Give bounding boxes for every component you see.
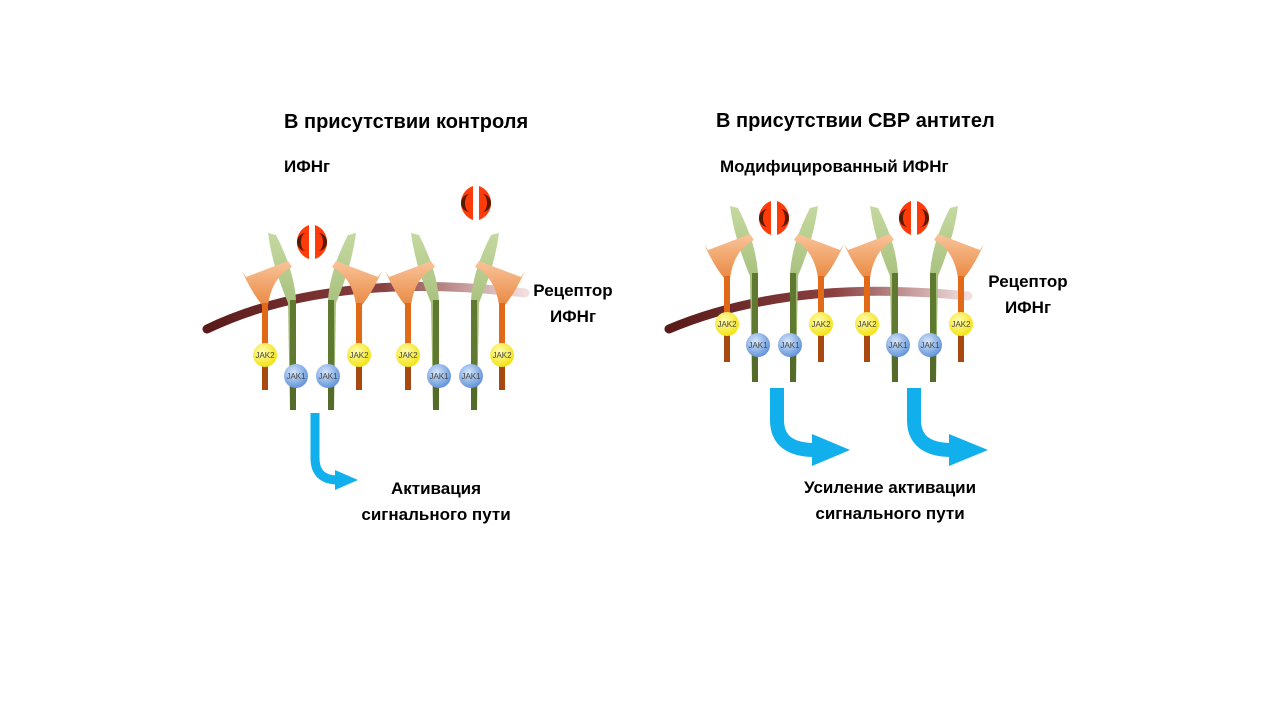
jak2-label: JAK2 xyxy=(349,351,369,360)
left-ligand-bound xyxy=(296,225,328,259)
ifngr1-chain xyxy=(870,206,898,382)
ifngr2-chain xyxy=(475,261,525,305)
ifngr1-chain xyxy=(268,233,296,410)
right-outcome-label-line2: сигнального пути xyxy=(815,504,965,523)
ifngr1-chain xyxy=(411,233,439,410)
jak1-label: JAK1 xyxy=(780,341,800,350)
jak2-kinase xyxy=(715,312,739,336)
jak1-label: JAK1 xyxy=(429,372,449,381)
right-receptor-label-line1: Рецептор xyxy=(988,272,1068,291)
jak2-kinase xyxy=(949,312,973,336)
jak1-kinase xyxy=(918,333,942,357)
ifngr1-chain xyxy=(471,233,499,410)
left-panel-title: В присутствии контроля xyxy=(284,111,529,133)
right-receptor-label-line2: ИФНг xyxy=(1004,298,1052,317)
right-signal-arrow-1 xyxy=(770,388,850,466)
right-panel-title: В присутствии СВР антител xyxy=(716,110,995,132)
jak1-kinase xyxy=(459,364,483,388)
ifngr2-chain xyxy=(332,261,382,305)
right-ligand-modified-2 xyxy=(898,201,930,235)
right-outcome-label-line1: Усиление активации xyxy=(803,478,977,497)
jak2-kinase xyxy=(490,343,514,367)
jak1-label: JAK1 xyxy=(888,341,908,350)
jak2-label: JAK2 xyxy=(857,320,877,329)
jak1-label: JAK1 xyxy=(920,341,940,350)
ifngr2-chain xyxy=(704,234,754,278)
left-receptor-label-line1: Рецептор xyxy=(533,281,613,300)
jak2-label: JAK2 xyxy=(492,351,512,360)
left-receptor-label-line2: ИФНг xyxy=(549,307,597,326)
jak2-label: JAK2 xyxy=(951,320,971,329)
jak2-kinase xyxy=(809,312,833,336)
right-cell-membrane xyxy=(664,286,973,334)
jak1-kinase xyxy=(427,364,451,388)
ifngr2-chain xyxy=(844,234,894,278)
ifngr2-chain xyxy=(385,261,435,305)
jak1-label: JAK1 xyxy=(461,372,481,381)
ifngr2-chain xyxy=(242,261,292,305)
jak1-label: JAK1 xyxy=(318,372,338,381)
right-signal-arrow-2 xyxy=(907,388,988,466)
jak1-kinase xyxy=(746,333,770,357)
ifngr1-chain xyxy=(328,233,356,410)
jak2-label: JAK2 xyxy=(398,351,418,360)
jak1-kinase xyxy=(886,333,910,357)
right-ligand-label: Модифицированный ИФНг xyxy=(720,157,949,176)
jak1-kinase xyxy=(778,333,802,357)
ifngr2-chain xyxy=(794,234,844,278)
ifngr1-chain xyxy=(930,206,958,382)
jak2-label: JAK2 xyxy=(811,320,831,329)
right-receptor-label: Рецептор ИФНг xyxy=(980,269,1076,321)
left-signal-arrow xyxy=(310,413,358,490)
jak2-label: JAK2 xyxy=(717,320,737,329)
jak1-kinase xyxy=(284,364,308,388)
ifngr1-chain xyxy=(730,206,758,382)
jak1-label: JAK1 xyxy=(748,341,768,350)
left-ligand-free xyxy=(460,186,492,220)
jak2-label: JAK2 xyxy=(255,351,275,360)
left-outcome-label: Активация сигнального пути xyxy=(350,476,522,528)
right-ligand-modified-1 xyxy=(758,201,790,235)
right-outcome-label: Усиление активации сигнального пути xyxy=(790,475,990,527)
jak1-label: JAK1 xyxy=(286,372,306,381)
left-receptor-label: Рецептор ИФНг xyxy=(525,278,621,330)
ifngr1-chain xyxy=(790,206,818,382)
jak2-kinase xyxy=(253,343,277,367)
jak2-kinase xyxy=(347,343,371,367)
left-ligand-label: ИФНг xyxy=(284,157,331,176)
left-outcome-label-line2: сигнального пути xyxy=(361,505,511,524)
jak2-kinase xyxy=(396,343,420,367)
jak2-kinase xyxy=(855,312,879,336)
left-outcome-label-line1: Активация xyxy=(390,479,482,498)
jak1-kinase xyxy=(316,364,340,388)
ifngr2-chain xyxy=(934,234,984,278)
